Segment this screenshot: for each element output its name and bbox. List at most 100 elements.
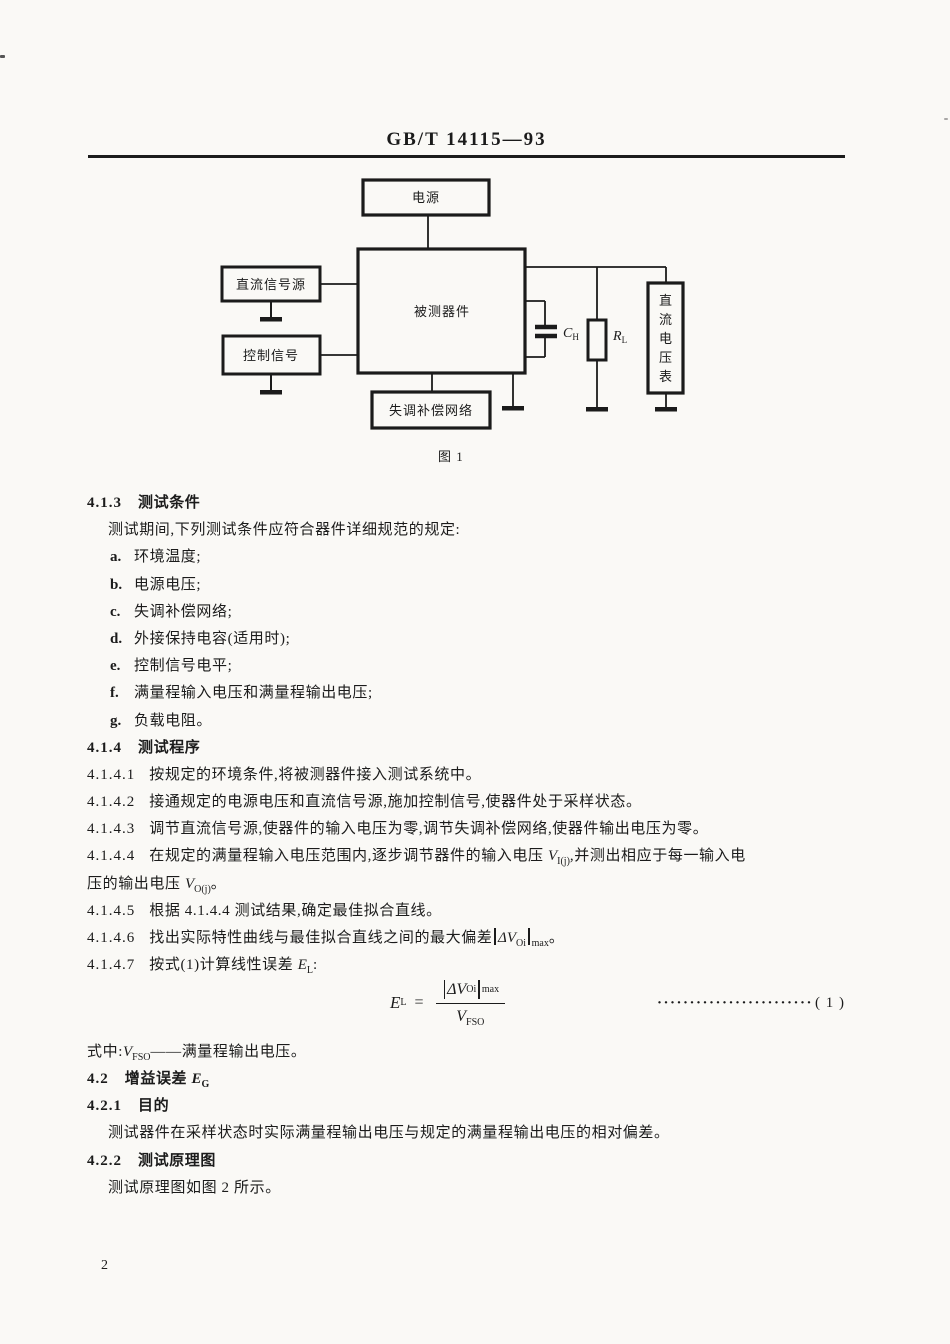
abs-bar bbox=[443, 980, 446, 999]
step-number: 4.1.4.4 bbox=[87, 848, 136, 865]
power-supply-label: 电源 bbox=[412, 190, 440, 205]
math-symbol: V bbox=[456, 1008, 467, 1025]
step-text: 按规定的环境条件,将被测器件接入测试系统中。 bbox=[149, 766, 482, 783]
where-clause: 式中:VFSO——满量程输出电压。 bbox=[87, 1039, 307, 1066]
math-subscript: Oi bbox=[516, 938, 527, 949]
standard-number-header: GB/T 14115—93 bbox=[386, 129, 547, 150]
load-resistor-box bbox=[586, 318, 608, 362]
list-item-e: e. 控制信号电平; bbox=[87, 653, 849, 680]
where-text: 满量程输出电压。 bbox=[181, 1044, 307, 1060]
math-subscript: FSO bbox=[466, 1017, 485, 1028]
voltmeter-label-char2: 流 bbox=[659, 312, 673, 327]
ground-symbol-voltmeter bbox=[655, 407, 677, 412]
paragraph-4-1-3-intro: 测试期间,下列测试条件应符合器件详细规范的规定: bbox=[108, 522, 461, 539]
math-subscript: O(j) bbox=[194, 883, 211, 895]
list-item-c: c.失调补偿网络; bbox=[87, 599, 849, 626]
math-symbol: ΔV bbox=[447, 980, 467, 998]
list-marker: b. bbox=[110, 576, 123, 593]
voltmeter-label-char3: 电 bbox=[659, 331, 673, 346]
math-subscript: I(j) bbox=[557, 856, 570, 868]
formula-leader-dots: ························( 1 ) bbox=[657, 995, 845, 1012]
step-number: 4.1.4.5 bbox=[87, 902, 136, 919]
ground-symbol-resistor bbox=[586, 407, 608, 412]
step-text: : bbox=[312, 957, 318, 974]
voltmeter-label-char1: 直 bbox=[659, 293, 673, 308]
where-prefix: 式中: bbox=[87, 1044, 123, 1060]
step-number: 4.1.4.2 bbox=[87, 794, 136, 811]
figure-1-diagram: 电源 被测器件 直流信号源 控制信号 失调补偿网络 直 流 电 压 表 CH R… bbox=[180, 170, 720, 470]
list-text: 控制信号电平; bbox=[134, 658, 233, 675]
section-number: 4.2 bbox=[87, 1071, 109, 1087]
heading-4-2-1: 4.2.1 目的 bbox=[87, 1093, 849, 1120]
section-number: 4.2.1 bbox=[87, 1098, 122, 1115]
math-symbol: E bbox=[297, 957, 307, 974]
section-title: 目的 bbox=[138, 1098, 170, 1115]
fraction-denominator: VFSO bbox=[456, 1004, 485, 1028]
equals-sign: = bbox=[414, 994, 424, 1011]
dut-label: 被测器件 bbox=[414, 304, 470, 319]
math-subscript: FSO bbox=[132, 1052, 151, 1063]
list-marker: e. bbox=[110, 658, 121, 675]
list-marker: d. bbox=[110, 630, 123, 647]
step-text: 压的输出电压 bbox=[87, 875, 185, 892]
section-title: 测试条件 bbox=[138, 495, 201, 511]
math-symbol: V bbox=[122, 1044, 133, 1060]
list-marker: g. bbox=[110, 712, 122, 729]
step-text: 。 bbox=[210, 875, 227, 892]
step-text: 在规定的满量程输入电压范围内,逐步调节器件的输入电压 bbox=[149, 848, 548, 865]
dut-box bbox=[356, 247, 527, 375]
resistor-label: RL bbox=[612, 329, 627, 345]
list-text: 负载电阻。 bbox=[134, 712, 213, 729]
list-text: 环境温度; bbox=[134, 549, 202, 566]
list-marker: f. bbox=[110, 685, 119, 702]
leader-dots: ························ bbox=[656, 994, 813, 1011]
section-number: 4.1.3 bbox=[87, 495, 122, 511]
math-subscript-max: max bbox=[531, 938, 549, 949]
dc-source-label: 直流信号源 bbox=[236, 277, 306, 292]
voltmeter-label-char5: 表 bbox=[659, 369, 673, 384]
math-symbol: ΔV bbox=[498, 930, 517, 946]
step-text: 接通规定的电源电压和直流信号源,施加控制信号,使器件处于采样状态。 bbox=[149, 794, 642, 811]
math-symbol: E bbox=[191, 1071, 202, 1087]
scan-speck bbox=[0, 55, 5, 58]
step-4-1-4-2: 4.1.4.2 接通规定的电源电压和直流信号源,施加控制信号,使器件处于采样状态。 bbox=[87, 789, 849, 816]
step-text: 调节直流信号源,使器件的输入电压为零,调节失调补偿网络,使器件输出电压为零。 bbox=[149, 821, 709, 838]
capacitor-label: CH bbox=[563, 326, 579, 342]
list-text: 外接保持电容(适用时); bbox=[134, 630, 291, 647]
page-number: 2 bbox=[101, 1258, 109, 1273]
list-text: 满量程输入电压和满量程输出电压; bbox=[134, 685, 373, 702]
ground-symbol-control bbox=[260, 390, 282, 395]
ground-symbol-dcsource bbox=[260, 317, 282, 322]
offset-network-label: 失调补偿网络 bbox=[389, 403, 473, 418]
equation-number: ( 1 ) bbox=[815, 994, 845, 1011]
control-signal-label: 控制信号 bbox=[243, 348, 299, 363]
list-marker: c. bbox=[110, 603, 121, 620]
body-text: 4.1.3 测试条件 测试期间,下列测试条件应符合器件详细规范的规定: a. 环境温… bbox=[87, 490, 849, 979]
list-item-b: b. 电源电压; bbox=[87, 572, 849, 599]
section-title: 测试原理图 bbox=[138, 1152, 217, 1169]
step-number: 4.1.4.7 bbox=[87, 957, 136, 974]
voltmeter-label-char4: 压 bbox=[659, 350, 673, 365]
heading-4-1-3: 4.1.3 测试条件 bbox=[87, 490, 849, 517]
list-marker: a. bbox=[110, 549, 122, 566]
list-item-f: f. 满量程输入电压和满量程输出电压; bbox=[87, 680, 849, 707]
scan-speck bbox=[944, 118, 948, 120]
step-text: 按式(1)计算线性误差 bbox=[149, 957, 298, 974]
section-title: 增益误差 bbox=[124, 1071, 192, 1087]
list-item-a: a. 环境温度; bbox=[87, 544, 849, 571]
list-text: 电源电压; bbox=[134, 576, 202, 593]
step-text: 。 bbox=[548, 930, 565, 946]
